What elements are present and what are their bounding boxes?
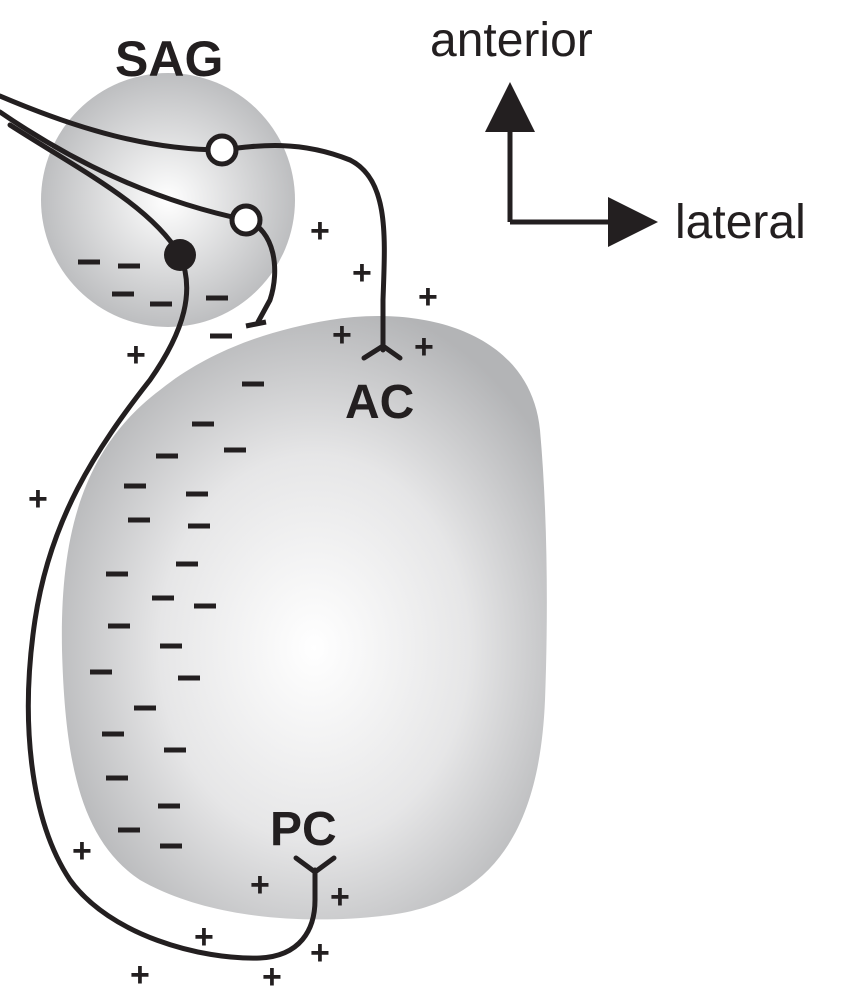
plus-sign: + — [194, 918, 214, 956]
plus-sign: + — [414, 328, 434, 366]
plus-sign: + — [330, 878, 350, 916]
ganglion-label: SAG — [115, 31, 223, 87]
plus-sign: + — [72, 832, 92, 870]
plus-sign: + — [250, 866, 270, 904]
plus-sign: + — [262, 958, 282, 994]
anterior-cilia-label: AC — [345, 376, 414, 429]
plus-sign: + — [130, 956, 150, 994]
plus-sign: + — [418, 278, 438, 316]
neuron-cell-body-1 — [208, 136, 236, 164]
efferent-terminal — [246, 322, 266, 326]
plus-sign: + — [28, 480, 48, 518]
plus-sign: + — [310, 212, 330, 250]
plus-sign: + — [332, 316, 352, 354]
plus-sign: + — [126, 336, 146, 374]
neuron-cell-body-efferent — [164, 239, 196, 271]
plus-sign: + — [352, 254, 372, 292]
plus-sign: + — [310, 934, 330, 972]
neuron-cell-body-2 — [232, 206, 260, 234]
axis-lateral-label: lateral — [675, 196, 806, 249]
posterior-cilia-label: PC — [270, 803, 337, 856]
axis-anterior-label: anterior — [430, 14, 593, 67]
